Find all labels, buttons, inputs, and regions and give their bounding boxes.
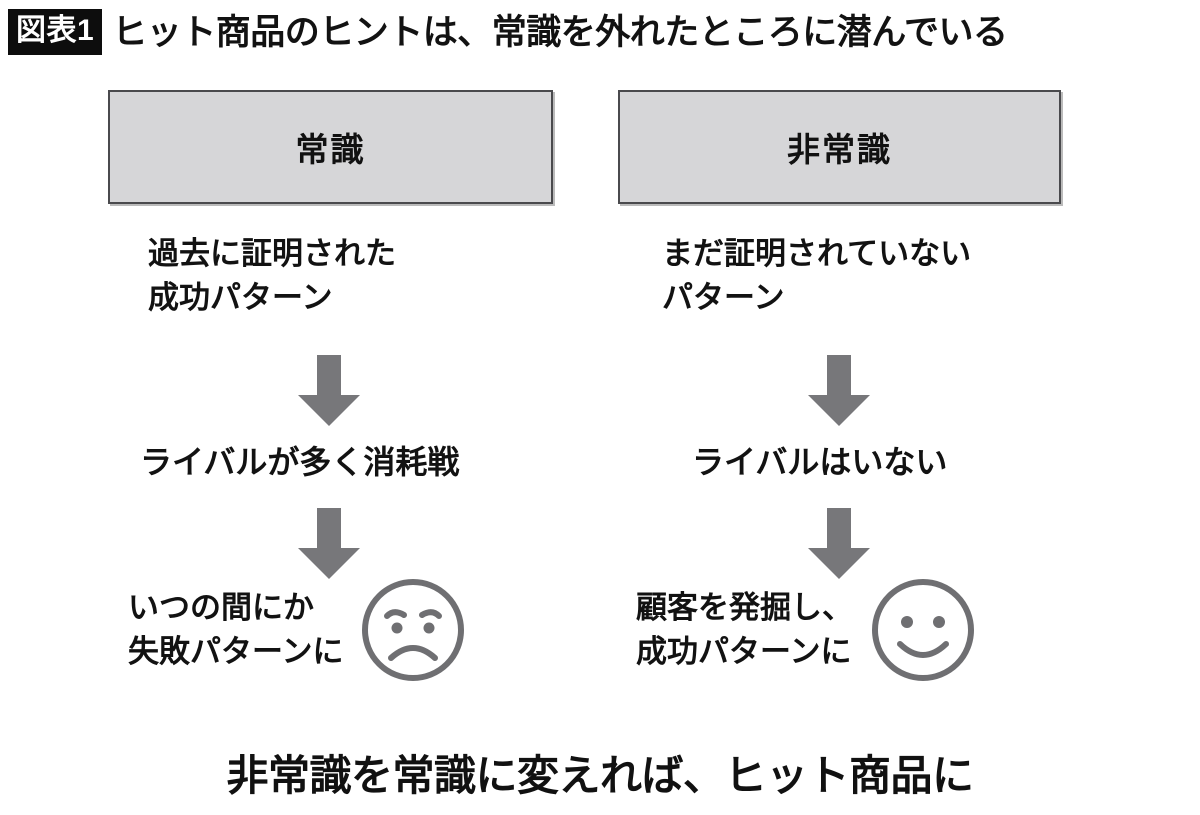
figure-number-badge: 図表1	[8, 9, 103, 55]
common-sense-step3-text: いつの間にか 失敗パターンに	[128, 589, 344, 669]
smiley-face-icon	[871, 578, 975, 682]
unconventional-outcome: 顧客を発掘し、 成功パターンに	[636, 578, 975, 682]
page-title: ヒット商品のヒントは、常識を外れたところに潜んでいる	[112, 12, 1008, 52]
unconventional-step2-text: ライバルはいない	[692, 444, 948, 480]
down-arrow-icon	[296, 508, 362, 580]
column-header-label: 常識	[295, 131, 366, 168]
down-arrow-icon	[296, 355, 362, 427]
down-arrow-icon	[806, 355, 872, 427]
common-sense-outcome: いつの間にか 失敗パターンに	[128, 578, 465, 682]
unconventional-step1-text: まだ証明されていない パターン	[662, 236, 972, 316]
common-sense-step1-text: 過去に証明された 成功パターン	[148, 236, 396, 316]
sad-face-icon	[361, 578, 465, 682]
down-arrow-icon	[806, 508, 872, 580]
common-sense-step2-text: ライバルが多く消耗戦	[140, 444, 460, 480]
column-header-unconventional: 非常識	[618, 90, 1061, 204]
figure-title-row: 図表1 ヒット商品のヒントは、常識を外れたところに潜んでいる	[8, 6, 1192, 58]
unconventional-step3-text: 顧客を発掘し、 成功パターンに	[636, 589, 853, 669]
conclusion-text: 非常識を常識に変えれば、ヒット商品に	[226, 752, 974, 799]
column-header-label: 非常識	[787, 131, 892, 168]
column-header-common-sense: 常識	[108, 90, 553, 204]
